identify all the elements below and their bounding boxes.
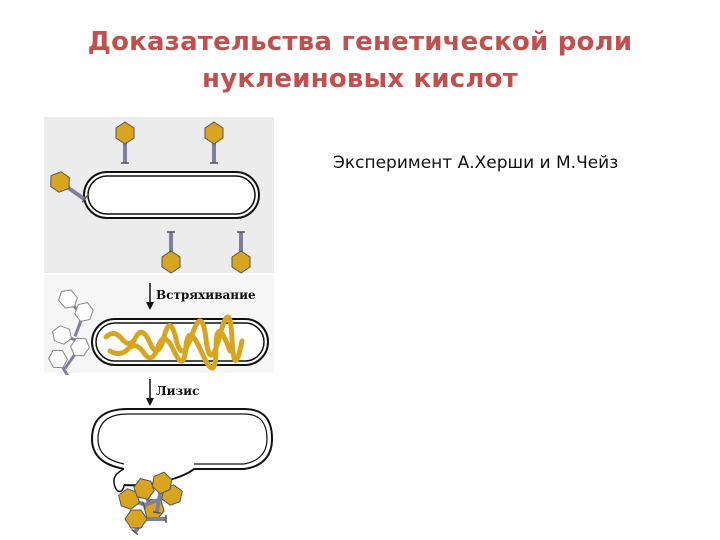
title-line-2: нуклеиновых кислот <box>0 61 720 98</box>
experiment-caption: Эксперимент А.Херши и М.Чейз <box>333 153 618 173</box>
step-label-shaking: Встряхивание <box>156 288 256 302</box>
step-label-lysis: Лизис <box>156 384 199 398</box>
slide-title: Доказательства генетической роли нуклеин… <box>0 24 720 98</box>
bacterium-cell <box>84 172 259 218</box>
title-line-1: Доказательства генетической роли <box>0 24 720 61</box>
hershey-chase-diagram: Встряхивание Лизис <box>44 117 280 536</box>
